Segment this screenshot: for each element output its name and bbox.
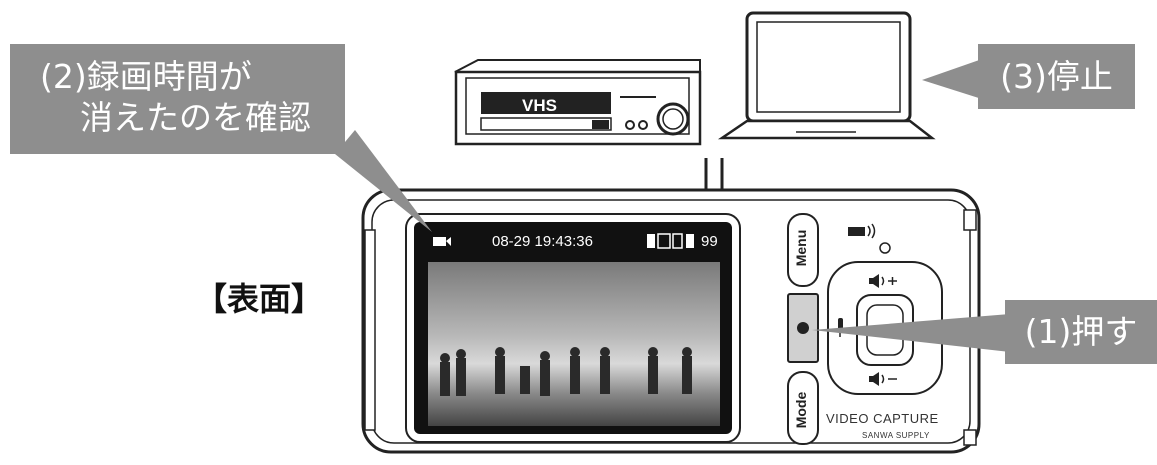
vhs-label: VHS	[522, 96, 557, 116]
callout-press: (1)押す	[1005, 300, 1157, 364]
callout-confirm-time-cleared: (2)録画時間が 消えたのを確認	[10, 44, 345, 154]
callout-stop: (3)停止	[978, 44, 1135, 109]
mode-button-label[interactable]: Mode	[793, 380, 809, 440]
brand-name: VIDEO CAPTURE	[826, 411, 939, 426]
video-frame	[428, 262, 720, 426]
battery-count: 99	[701, 233, 718, 250]
callout-step2-line2: 消えたのを確認	[40, 97, 345, 138]
callout-step3-pointer	[922, 58, 985, 100]
vcr-illustration	[455, 60, 700, 144]
record-dot-icon	[797, 322, 809, 334]
recording-datetime: 08-29 19:43:36	[492, 233, 593, 250]
laptop-illustration	[722, 13, 932, 138]
brand-maker: SANWA SUPPLY	[862, 431, 930, 440]
status-icons	[647, 234, 694, 248]
front-face-label: 【表面】	[195, 274, 323, 320]
callout-step2-line1: (2)録画時間が	[40, 57, 252, 96]
battery-led-icon	[848, 227, 865, 236]
menu-button-label[interactable]: Menu	[793, 218, 809, 278]
